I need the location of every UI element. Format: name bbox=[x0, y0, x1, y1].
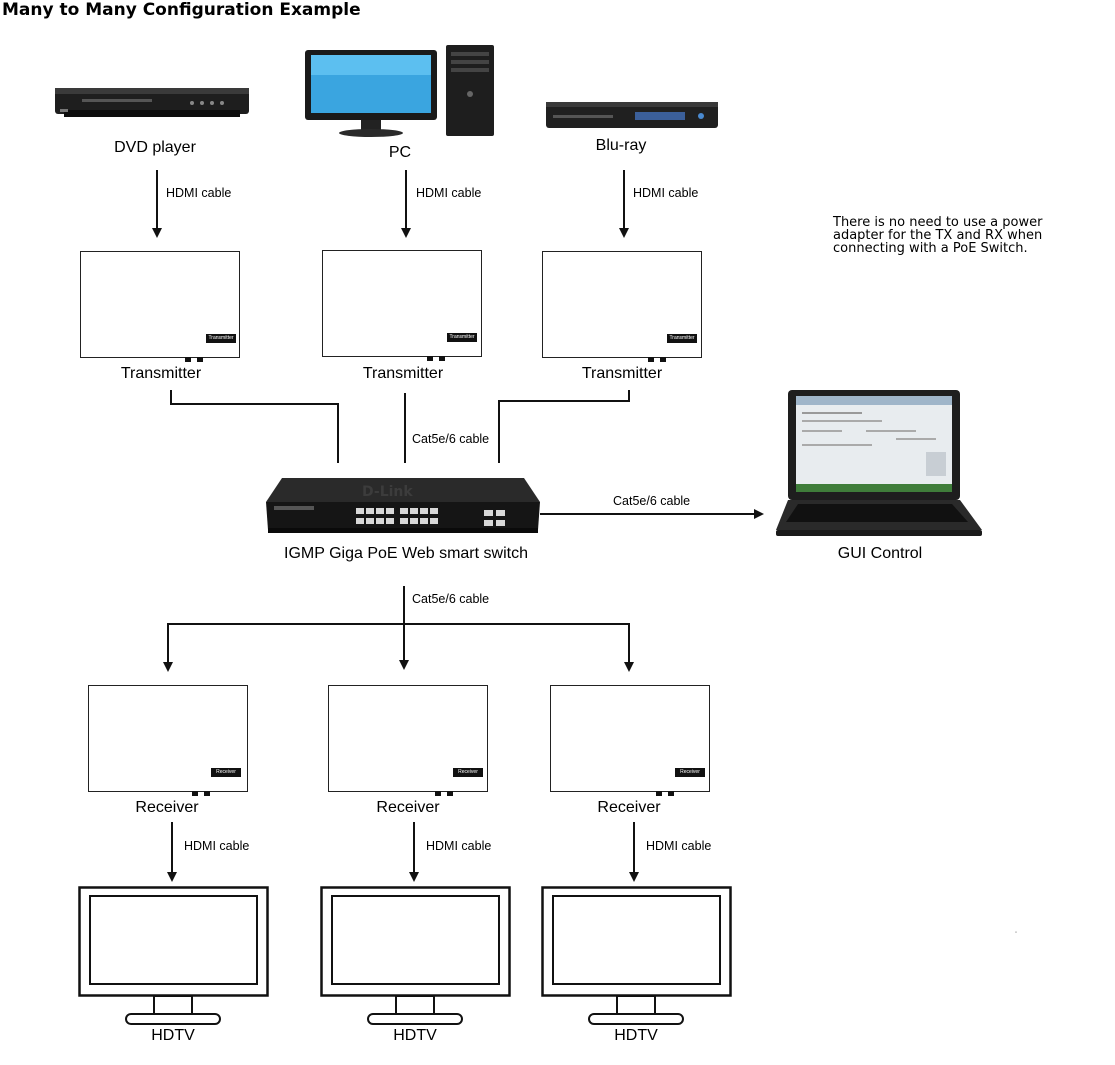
port-icon bbox=[185, 357, 191, 362]
receiver-tag: Receiver bbox=[675, 768, 705, 777]
gui-label: GUI Control bbox=[837, 545, 923, 562]
transmitter-box-1: Transmitter bbox=[80, 251, 240, 358]
cat-cable-label-tx: Cat5e/6 cable bbox=[412, 432, 490, 446]
hdtv-icon bbox=[78, 886, 269, 1025]
source-label-dvd: DVD player bbox=[114, 139, 196, 156]
cat-line-tx3 bbox=[498, 390, 630, 463]
hdmi-cable-label-2: HDMI cable bbox=[416, 186, 482, 200]
port-icon bbox=[439, 356, 445, 361]
transmitter-label-3: Transmitter bbox=[581, 365, 663, 382]
transmitter-label-2: Transmitter bbox=[362, 365, 444, 382]
bluray-player-icon bbox=[546, 102, 718, 128]
dvd-player-icon bbox=[55, 88, 249, 117]
port-icon bbox=[192, 791, 198, 796]
port-icon bbox=[435, 791, 441, 796]
source-label-pc: PC bbox=[388, 144, 412, 161]
transmitter-tag: Transmitter bbox=[667, 334, 697, 343]
receiver-label-2: Receiver bbox=[376, 799, 440, 816]
transmitter-box-2: Transmitter bbox=[322, 250, 482, 357]
network-switch-icon: D-Link bbox=[266, 478, 540, 533]
port-icon bbox=[660, 357, 666, 362]
receiver-tag: Receiver bbox=[211, 768, 241, 777]
port-icon bbox=[204, 791, 210, 796]
receiver-box-2: Receiver bbox=[328, 685, 488, 792]
transmitter-label-1: Transmitter bbox=[120, 365, 202, 382]
receiver-box-3: Receiver bbox=[550, 685, 710, 792]
hdtv-label-2: HDTV bbox=[393, 1027, 437, 1044]
hdtv-icon bbox=[320, 886, 511, 1025]
source-label-bluray: Blu-ray bbox=[595, 137, 647, 154]
cat-line-tx1 bbox=[170, 390, 339, 463]
port-icon bbox=[197, 357, 203, 362]
hdtv-icon bbox=[541, 886, 732, 1025]
laptop-icon bbox=[776, 390, 982, 536]
receiver-box-1: Receiver bbox=[88, 685, 248, 792]
diagram-title: Many to Many Configuration Example bbox=[2, 0, 361, 20]
hdmi-cable-label-5: HDMI cable bbox=[426, 839, 492, 853]
hdmi-cable-label-4: HDMI cable bbox=[184, 839, 250, 853]
receiver-label-1: Receiver bbox=[135, 799, 199, 816]
switch-label: IGMP Giga PoE Web smart switch bbox=[284, 545, 528, 562]
hdtv-label-3: HDTV bbox=[614, 1027, 658, 1044]
desktop-pc-icon bbox=[305, 45, 494, 137]
poe-note: There is no need to use a power adapter … bbox=[833, 215, 1043, 256]
cat-cable-label-rx: Cat5e/6 cable bbox=[412, 592, 490, 606]
receiver-label-3: Receiver bbox=[597, 799, 661, 816]
port-icon bbox=[648, 357, 654, 362]
port-icon bbox=[668, 791, 674, 796]
port-icon bbox=[656, 791, 662, 796]
transmitter-box-3: Transmitter bbox=[542, 251, 702, 358]
transmitter-tag: Transmitter bbox=[206, 334, 236, 343]
receiver-tag: Receiver bbox=[453, 768, 483, 777]
svg-text:D-Link: D-Link bbox=[362, 484, 413, 500]
hdmi-cable-label-6: HDMI cable bbox=[646, 839, 712, 853]
port-icon bbox=[427, 356, 433, 361]
hdmi-cable-label-1: HDMI cable bbox=[166, 186, 232, 200]
cat-cable-label-gui: Cat5e/6 cable bbox=[613, 494, 691, 508]
transmitter-tag: Transmitter bbox=[447, 333, 477, 342]
hdmi-cable-label-3: HDMI cable bbox=[633, 186, 699, 200]
cat-distribution-line bbox=[167, 623, 630, 668]
hdtv-label-1: HDTV bbox=[151, 1027, 195, 1044]
port-icon bbox=[447, 791, 453, 796]
